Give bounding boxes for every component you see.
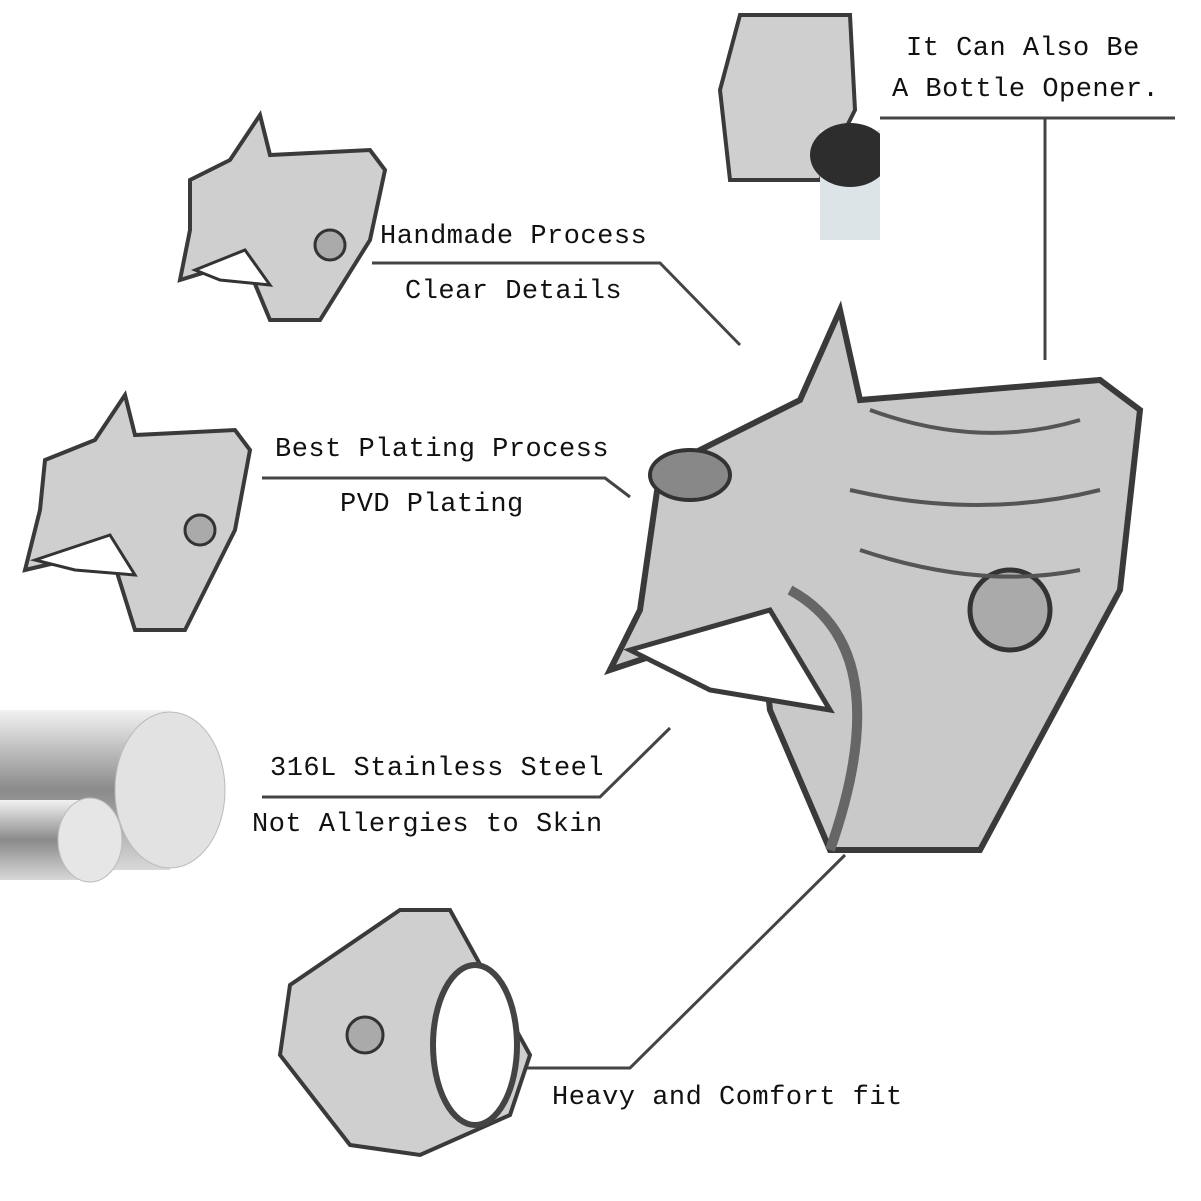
handmade-callout-line1: Handmade Process: [380, 222, 648, 252]
plating-callout-line: [262, 476, 631, 499]
comfort-callout-line: [515, 853, 847, 1070]
steel-bars-image: [0, 710, 226, 883]
bottle-callout-line2: A Bottle Opener.: [892, 75, 1160, 105]
handmade-callout-line: [372, 261, 742, 347]
main-wolf-ring-image: [604, 300, 1144, 853]
steel-callout-line1: 316L Stainless Steel: [270, 754, 605, 784]
plating-callout-line1: Best Plating Process: [275, 435, 610, 465]
bottle-opener-ring-image: [717, 13, 880, 240]
steel-callout-line: [262, 726, 672, 799]
wolf-ring-small-1-image: [177, 110, 388, 322]
comfort-callout-line1: Heavy and Comfort fit: [552, 1083, 903, 1113]
wolf-ring-side-image: [277, 908, 533, 1158]
plating-callout-line2: PVD Plating: [340, 490, 524, 520]
wolf-ring-small-2-image: [22, 390, 253, 632]
bottle-callout-line1: It Can Also Be: [906, 34, 1140, 64]
handmade-callout-line2: Clear Details: [405, 277, 623, 307]
steel-callout-line2: Not Allergies to Skin: [252, 810, 603, 840]
